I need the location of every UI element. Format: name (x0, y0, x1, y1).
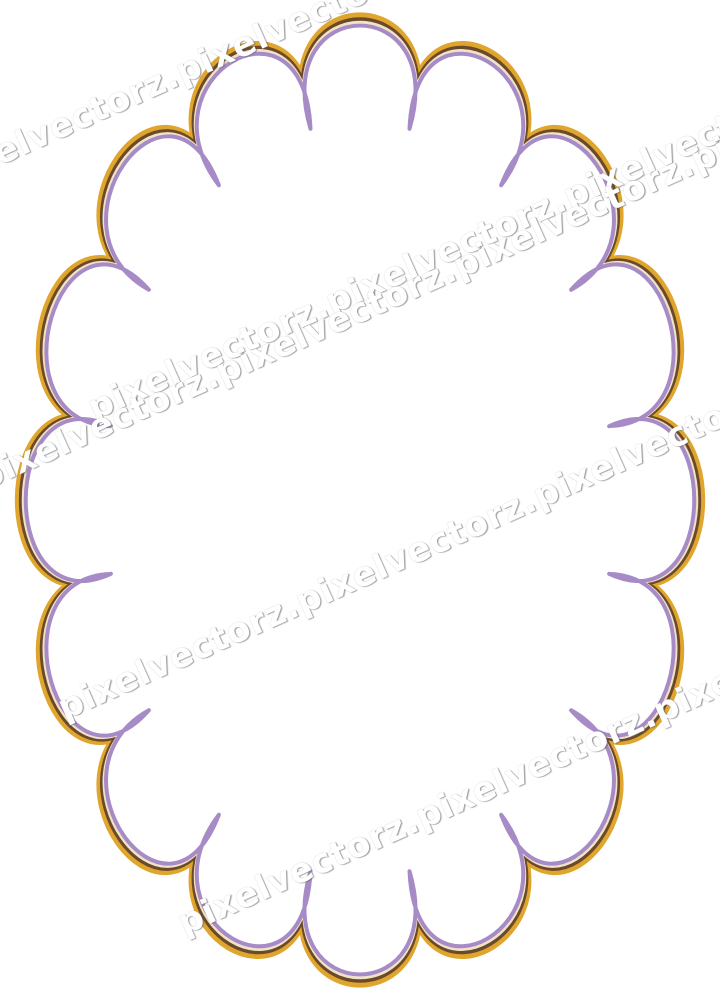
frame-lavender-stroke (23, 23, 697, 977)
